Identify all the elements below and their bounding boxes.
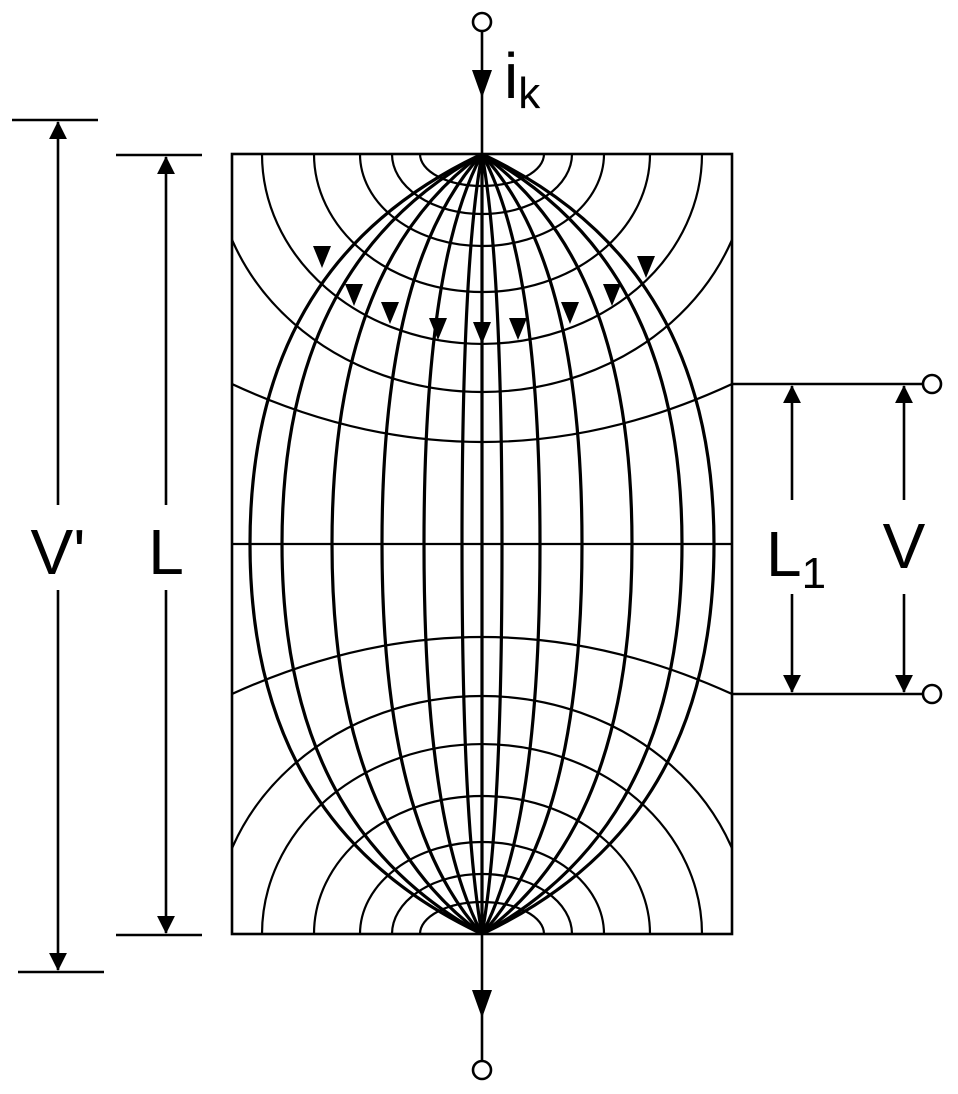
output-current-arrow: [472, 990, 492, 1018]
equipotential-arc-bottom: [260, 742, 704, 934]
equipotential-lower-probe: [232, 635, 732, 696]
bottom-terminal: [471, 1059, 493, 1081]
length1-label: L1: [766, 518, 826, 598]
flow-arrows: [313, 246, 655, 344]
flow-arrowhead: [603, 284, 621, 306]
flow-arrowhead: [429, 318, 447, 340]
flow-arrowhead: [313, 246, 331, 268]
equipotential-arc-top: [312, 154, 652, 294]
equipotential-lines: [232, 154, 732, 934]
equipotential-arc-top: [418, 154, 546, 188]
equipotential-arc-bottom: [232, 694, 732, 852]
equipotential-arc-bottom: [390, 872, 574, 934]
flow-arrowhead: [381, 302, 399, 324]
equipotential-arc-top: [232, 236, 732, 394]
voltage-label: V: [883, 510, 926, 582]
input-current-arrow: [472, 70, 492, 98]
equipotential-arc-bottom: [358, 840, 606, 934]
length-label: L: [148, 516, 184, 588]
top-terminal: [471, 11, 493, 33]
current-label: ik: [504, 40, 541, 118]
equipotential-upper-probe: [232, 383, 732, 444]
upper-probe-terminal: [921, 373, 943, 395]
equipotential-arc-top: [358, 154, 606, 248]
equipotential-arc-bottom: [418, 900, 546, 934]
flow-arrowhead: [473, 322, 491, 344]
flow-arrowhead: [345, 284, 363, 306]
flow-arrowhead: [637, 256, 655, 278]
equipotential-arc-bottom: [312, 794, 652, 934]
flow-arrowhead: [561, 302, 579, 324]
flow-arrowhead: [509, 318, 527, 340]
vprime-label: V': [31, 516, 86, 588]
equipotential-arc-top: [390, 154, 574, 216]
lower-probe-terminal: [921, 683, 943, 705]
